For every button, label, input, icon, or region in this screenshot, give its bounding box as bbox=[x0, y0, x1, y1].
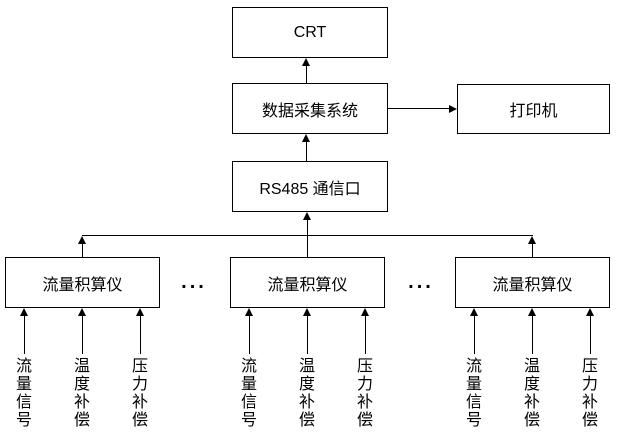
arrowhead-up bbox=[303, 308, 311, 316]
arrowhead-up bbox=[136, 308, 144, 316]
input-label-pressure-compensation: 压力补偿 bbox=[131, 358, 148, 429]
flow-totalizer-box-2: 流量积算仪 bbox=[230, 257, 385, 308]
bus-line bbox=[82, 235, 533, 236]
input-label-flow-signal: 流量信号 bbox=[240, 358, 257, 429]
printer-box: 打印机 bbox=[457, 84, 610, 134]
arrowhead-up bbox=[20, 308, 28, 316]
arrowhead-up bbox=[586, 308, 594, 316]
input-arrow-line bbox=[474, 311, 475, 354]
arrowhead-up bbox=[78, 236, 86, 244]
arrowhead-up bbox=[302, 58, 310, 66]
arrowhead-up bbox=[245, 308, 253, 316]
daq-system-box: 数据采集系统 bbox=[232, 83, 388, 134]
flow-totalizer-box-1: 流量积算仪 bbox=[5, 257, 160, 308]
arrowhead-up bbox=[528, 236, 536, 244]
connector-totalizer3-to-bus bbox=[532, 238, 533, 257]
input-arrow-line bbox=[249, 311, 250, 354]
arrowhead-up bbox=[528, 308, 536, 316]
input-label-temp-compensation: 温度补偿 bbox=[523, 358, 540, 429]
ellipsis-separator-1: ... bbox=[181, 271, 207, 293]
flow-totalizer-box-3: 流量积算仪 bbox=[455, 257, 610, 308]
crt-box: CRT bbox=[232, 7, 388, 58]
arrowhead-right bbox=[449, 105, 457, 113]
input-label-flow-signal: 流量信号 bbox=[465, 358, 482, 429]
rs485-port-box: RS485 通信口 bbox=[232, 161, 388, 212]
input-label-pressure-compensation: 压力补偿 bbox=[356, 358, 373, 429]
arrowhead-up bbox=[361, 308, 369, 316]
input-arrow-line bbox=[590, 311, 591, 354]
arrowhead-up bbox=[303, 212, 311, 220]
input-arrow-line bbox=[24, 311, 25, 354]
input-arrow-line bbox=[532, 311, 533, 354]
connector-rs485-to-daq bbox=[306, 136, 307, 161]
connector-daq-to-crt bbox=[306, 60, 307, 83]
input-label-flow-signal: 流量信号 bbox=[15, 358, 32, 429]
connector-daq-to-printer bbox=[388, 108, 450, 109]
arrowhead-up bbox=[470, 308, 478, 316]
connector-totalizer1-to-bus bbox=[82, 238, 83, 257]
input-arrow-line bbox=[82, 311, 83, 354]
arrowhead-up bbox=[302, 134, 310, 142]
input-label-pressure-compensation: 压力补偿 bbox=[581, 358, 598, 429]
input-label-temp-compensation: 温度补偿 bbox=[298, 358, 315, 429]
ellipsis-separator-2: ... bbox=[408, 271, 434, 293]
input-label-temp-compensation: 温度补偿 bbox=[73, 358, 90, 429]
input-arrow-line bbox=[307, 311, 308, 354]
input-arrow-line bbox=[140, 311, 141, 354]
input-arrow-line bbox=[365, 311, 366, 354]
arrowhead-up bbox=[78, 308, 86, 316]
